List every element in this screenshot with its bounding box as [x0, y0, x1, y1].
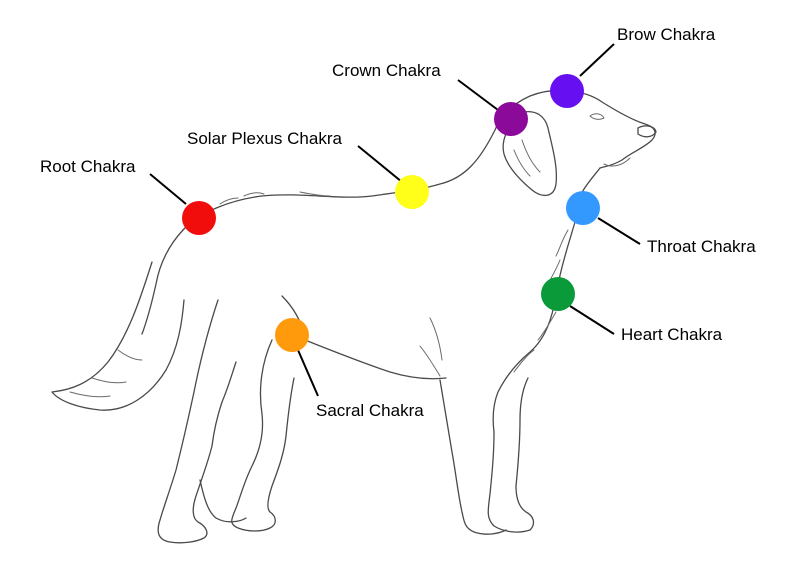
root-chakra-dot — [182, 201, 216, 235]
throat-chakra-label: Throat Chakra — [647, 237, 756, 256]
chakra-labels: Crown Chakra Brow Chakra Solar Plexus Ch… — [40, 25, 756, 420]
chakra-dots — [182, 74, 600, 352]
solar-plexus-chakra-label: Solar Plexus Chakra — [187, 129, 343, 148]
brow-chakra-label: Brow Chakra — [617, 25, 716, 44]
throat-chakra-dot — [566, 191, 600, 225]
dog-front-leg-far — [439, 379, 507, 535]
dog-hind-paw-back — [199, 479, 247, 523]
dog-ear-fur — [513, 139, 541, 177]
dog-rump-outline — [141, 229, 184, 335]
dog-belly-fur — [419, 317, 443, 377]
heart-chakra-label: Heart Chakra — [621, 325, 723, 344]
dog-belly-outline — [304, 339, 447, 380]
dog-eye — [589, 113, 605, 120]
solar-plexus-leader-line — [357, 145, 403, 183]
sacral-chakra-label: Sacral Chakra — [316, 401, 424, 420]
dog-mouth — [603, 157, 631, 167]
sacral-chakra-dot — [275, 318, 309, 352]
sacral-leader-line — [297, 349, 319, 397]
dog-tail — [51, 261, 185, 411]
brow-chakra-dot — [550, 74, 584, 108]
root-leader-line — [149, 173, 187, 205]
dog-tail-fur — [69, 349, 143, 398]
dog-chest-fur — [513, 229, 569, 373]
dog-front-leg-near — [487, 377, 535, 533]
throat-leader-line — [597, 217, 641, 245]
crown-leader-line — [457, 79, 499, 111]
crown-chakra-label: Crown Chakra — [332, 61, 441, 80]
dog-back-fur — [219, 191, 331, 205]
solar-plexus-chakra-dot — [395, 175, 429, 209]
heart-leader-line — [569, 305, 615, 335]
crown-chakra-dot — [494, 102, 528, 136]
dog-ear — [502, 110, 558, 196]
dog-nose — [637, 125, 657, 138]
root-chakra-label: Root Chakra — [40, 157, 136, 176]
dog-illustration — [51, 89, 657, 544]
dog-hind-leg-far — [157, 299, 237, 544]
heart-chakra-dot — [541, 277, 575, 311]
brow-leader-line — [579, 43, 615, 77]
leader-lines — [149, 43, 641, 397]
